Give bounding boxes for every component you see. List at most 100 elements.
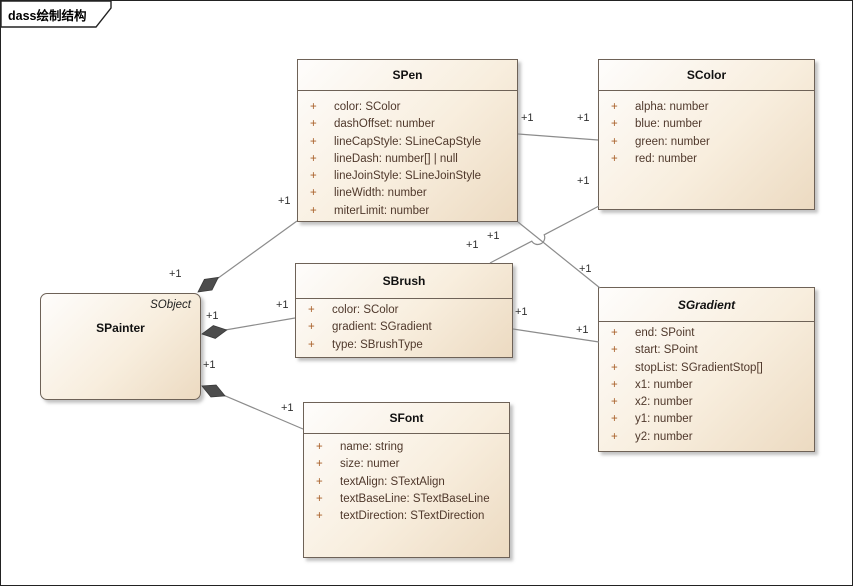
multiplicity-label: +1 <box>169 268 182 280</box>
attribute-row: + color: SColor <box>296 302 512 319</box>
attribute-row: +start: SPoint <box>599 342 814 359</box>
visibility-marker: + <box>611 361 618 374</box>
attribute-row: +end: SPoint <box>599 325 814 342</box>
multiplicity-label: +1 <box>203 359 216 371</box>
attribute-text: textBaseLine: STextBaseLine <box>340 492 490 505</box>
attribute-row: +lineJoinStyle: SLineJoinStyle <box>298 168 517 185</box>
attribute-text: textDirection: STextDirection <box>340 510 485 523</box>
attribute-text: lineJoinStyle: SLineJoinStyle <box>334 170 482 183</box>
class-box-sbrush[interactable]: SBrush + color: SColor +gradient: SGradie… <box>295 263 513 358</box>
attribute-row: + y1: number <box>599 411 814 428</box>
attribute-text: y1: number <box>635 413 693 426</box>
attribute-text: x1: number <box>635 378 693 391</box>
visibility-marker: + <box>611 344 618 357</box>
visibility-marker: + <box>611 118 618 131</box>
visibility-marker: + <box>611 378 618 391</box>
visibility-marker: + <box>611 327 618 339</box>
attribute-compartment: + color: SColor +gradient: SGradient + typ… <box>296 299 512 354</box>
attribute-row: + x2: number <box>599 394 814 411</box>
multiplicity-label: +1 <box>577 112 590 124</box>
multiplicity-label: +1 <box>515 306 528 318</box>
visibility-marker: + <box>316 458 323 471</box>
attribute-row: + x1: number <box>599 377 814 394</box>
class-box-spainter[interactable]: SObject SPainter <box>40 293 201 400</box>
attribute-row: +y2: number <box>599 429 814 446</box>
attribute-row: + textAlign: STextAlign <box>304 474 509 491</box>
attribute-row: + dashOffset: number <box>298 116 517 133</box>
multiplicity-label: +1 <box>579 263 592 275</box>
attribute-row: +green: number <box>599 134 814 151</box>
visibility-marker: + <box>310 152 317 165</box>
visibility-marker: + <box>310 101 317 113</box>
multiplicity-label: +1 <box>206 310 219 322</box>
visibility-marker: + <box>611 413 618 426</box>
frame-title-tab: dass绘制结构 <box>0 0 112 28</box>
class-box-sgradient[interactable]: SGradient +end: SPoint +start: SPoint +s… <box>598 287 815 452</box>
visibility-marker: + <box>316 510 323 523</box>
class-box-sfont[interactable]: SFont +name: string + size: numer + textAl… <box>303 402 510 558</box>
visibility-marker: + <box>310 187 317 200</box>
visibility-marker: + <box>316 492 323 505</box>
visibility-marker: + <box>316 475 323 488</box>
frame-title: dass绘制结构 <box>8 8 87 23</box>
multiplicity-label: +1 <box>576 324 589 336</box>
class-title: SFont <box>304 403 509 434</box>
attribute-text: green: number <box>635 135 710 148</box>
attribute-text: type: SBrushType <box>332 338 423 351</box>
attribute-compartment: +color: SColor +dashOffset: number +line… <box>298 91 517 220</box>
attribute-row: + lineWidth: number <box>298 185 517 202</box>
visibility-marker: + <box>310 204 317 217</box>
class-title: SPainter <box>96 321 145 335</box>
class-title: SGradient <box>599 288 814 322</box>
attribute-text: lineDash: number[] | null <box>334 152 458 165</box>
multiplicity-label: +1 <box>278 195 291 207</box>
attribute-text: alpha: number <box>635 101 709 113</box>
attribute-row: + blue: number <box>599 116 814 133</box>
attribute-text: color: SColor <box>332 304 399 316</box>
visibility-marker: + <box>316 441 323 453</box>
multiplicity-label: +1 <box>466 239 479 251</box>
visibility-marker: + <box>611 152 618 165</box>
attribute-row: + size: numer <box>304 456 509 473</box>
attribute-text: miterLimit: number <box>334 204 430 217</box>
class-title: SPen <box>298 60 517 91</box>
attribute-row: + lineDash: number[] | null <box>298 151 517 168</box>
attribute-row: +name: string <box>304 439 509 456</box>
attribute-text: textAlign: STextAlign <box>340 475 445 488</box>
attribute-row: + type: SBrushType <box>296 337 512 354</box>
attribute-text: red: number <box>635 152 698 165</box>
attribute-row: + red: number <box>599 151 814 168</box>
visibility-marker: + <box>308 304 315 316</box>
frame-tab-shape <box>0 0 112 28</box>
attribute-row: +lineCapStyle: SLineCapStyle <box>298 134 517 151</box>
attribute-row: +alpha: number <box>599 99 814 116</box>
multiplicity-label: +1 <box>577 175 590 187</box>
attribute-text: size: numer <box>340 458 400 471</box>
attribute-row: + miterLimit: number <box>298 203 517 220</box>
attribute-row: +gradient: SGradient <box>296 319 512 336</box>
class-title: SBrush <box>296 264 512 299</box>
attribute-text: blue: number <box>635 118 703 131</box>
multiplicity-label: +1 <box>281 402 294 414</box>
attribute-compartment: +name: string + size: numer + textAlign: S… <box>304 434 509 525</box>
visibility-marker: + <box>308 321 315 334</box>
multiplicity-label: +1 <box>276 299 289 311</box>
attribute-row: +stopList: SGradientStop[] <box>599 360 814 377</box>
attribute-text: x2: number <box>635 396 693 409</box>
class-box-scolor[interactable]: SColor +alpha: number +blue: number +gre… <box>598 59 815 210</box>
attribute-row: + textDirection: STextDirection <box>304 508 509 525</box>
multiplicity-label: +1 <box>487 230 500 242</box>
visibility-marker: + <box>308 338 315 351</box>
visibility-marker: + <box>310 118 317 131</box>
attribute-text: dashOffset: number <box>334 118 435 131</box>
visibility-marker: + <box>310 135 317 148</box>
attribute-text: lineWidth: number <box>334 187 427 200</box>
attribute-row: + color: SColor <box>298 99 517 116</box>
class-box-spen[interactable]: SPen +color: SColor +dashOffset: number … <box>297 59 518 222</box>
visibility-marker: + <box>611 396 618 409</box>
class-title: SColor <box>599 60 814 91</box>
attribute-text: color: SColor <box>334 101 401 113</box>
attribute-row: + textBaseLine: STextBaseLine <box>304 491 509 508</box>
multiplicity-label: +1 <box>521 112 534 124</box>
